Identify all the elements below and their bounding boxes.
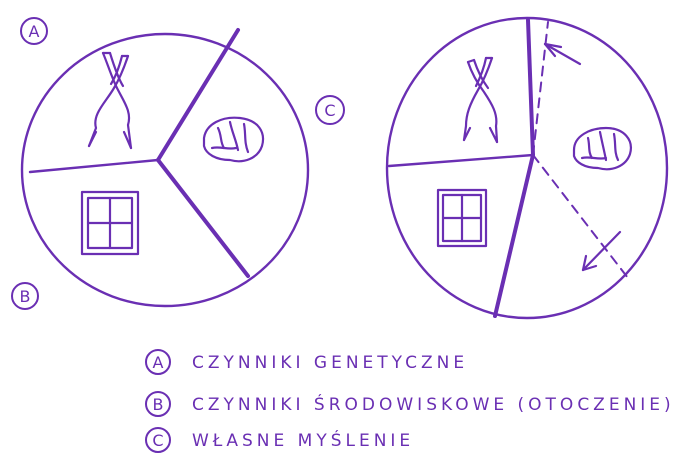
marker-b: B: [12, 283, 38, 309]
legend-text-a: CZYNNIKI GENETYCZNE: [192, 353, 468, 373]
legend-text-c: WŁASNE MYŚLENIE: [192, 429, 414, 451]
left-pie: A B C: [12, 18, 344, 309]
arrow-icon: [545, 44, 580, 64]
svg-text:A: A: [153, 353, 164, 372]
right-divider-bottom: [495, 155, 533, 316]
svg-text:C: C: [324, 101, 335, 120]
svg-text:B: B: [20, 287, 31, 306]
legend: A CZYNNIKI GENETYCZNE B CZYNNIKI ŚRODOWI…: [146, 350, 675, 452]
marker-a: A: [21, 18, 47, 44]
chromosome-icon: [89, 53, 131, 148]
window-icon: [82, 192, 138, 254]
left-divider-bottom: [158, 160, 248, 276]
right-divider-top: [528, 20, 533, 155]
arrow-icon: [583, 232, 620, 270]
svg-text:C: C: [152, 431, 163, 450]
window-icon: [438, 190, 486, 246]
left-divider-left: [30, 160, 158, 172]
brain-icon: [204, 118, 263, 162]
right-pie: [387, 18, 667, 318]
marker-c: C: [316, 96, 344, 124]
right-divider-left: [389, 155, 533, 166]
legend-item-a: A CZYNNIKI GENETYCZNE: [146, 350, 468, 374]
chromosome-icon: [464, 58, 497, 142]
right-dashed-top: [533, 22, 548, 155]
legend-text-b: CZYNNIKI ŚRODOWISKOWE (OTOCZENIE): [192, 393, 675, 415]
left-divider-top: [158, 30, 238, 160]
right-dashed-bottom: [533, 155, 628, 278]
brain-icon: [574, 128, 631, 169]
legend-item-c: C WŁASNE MYŚLENIE: [146, 428, 414, 452]
svg-text:B: B: [153, 395, 164, 414]
legend-item-b: B CZYNNIKI ŚRODOWISKOWE (OTOCZENIE): [146, 392, 675, 416]
svg-text:A: A: [29, 22, 40, 41]
